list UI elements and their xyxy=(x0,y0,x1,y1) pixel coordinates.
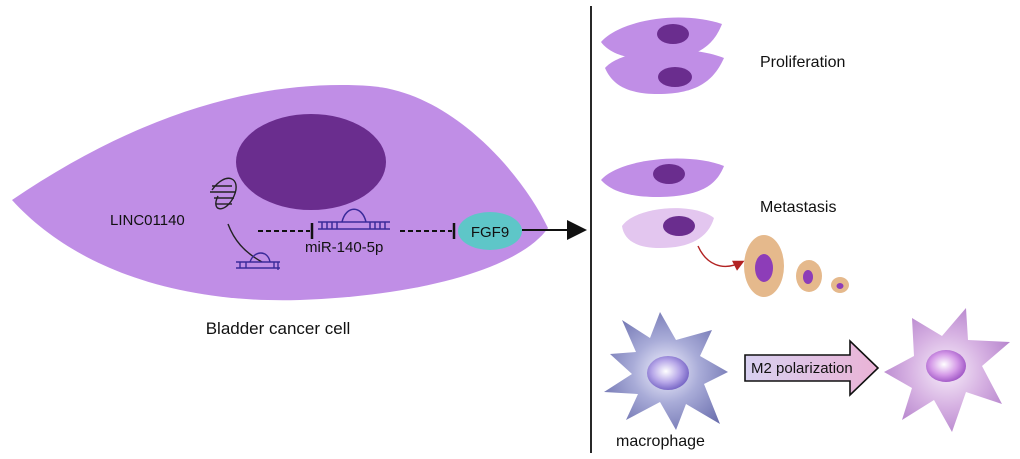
polarization-arrow xyxy=(744,339,880,397)
macrophage-m2-nucleus xyxy=(926,350,966,382)
metastasis-arrow xyxy=(697,245,745,271)
macrophage-m0-nucleus xyxy=(647,356,689,390)
mirna-hairpin-icon xyxy=(318,208,390,230)
metastasis-label: Metastasis xyxy=(760,199,836,216)
cell-nucleus xyxy=(236,114,386,210)
mirna-label: miR-140-5p xyxy=(305,239,383,256)
macrophage-label: macrophage xyxy=(616,433,705,450)
fgf9-oval xyxy=(458,212,522,250)
fgf9-label: FGF9 xyxy=(471,224,509,241)
proliferation-label: Proliferation xyxy=(760,54,845,71)
polarization-label: M2 polarization xyxy=(751,360,853,377)
proliferation-cells xyxy=(601,17,724,94)
lncrna-label: LINC01140 xyxy=(110,212,185,229)
dna-strand-icon xyxy=(210,177,263,263)
metastasis-cells xyxy=(601,158,849,297)
rna-hairpin-icon xyxy=(236,252,280,270)
cell-label: Bladder cancer cell xyxy=(206,319,351,338)
